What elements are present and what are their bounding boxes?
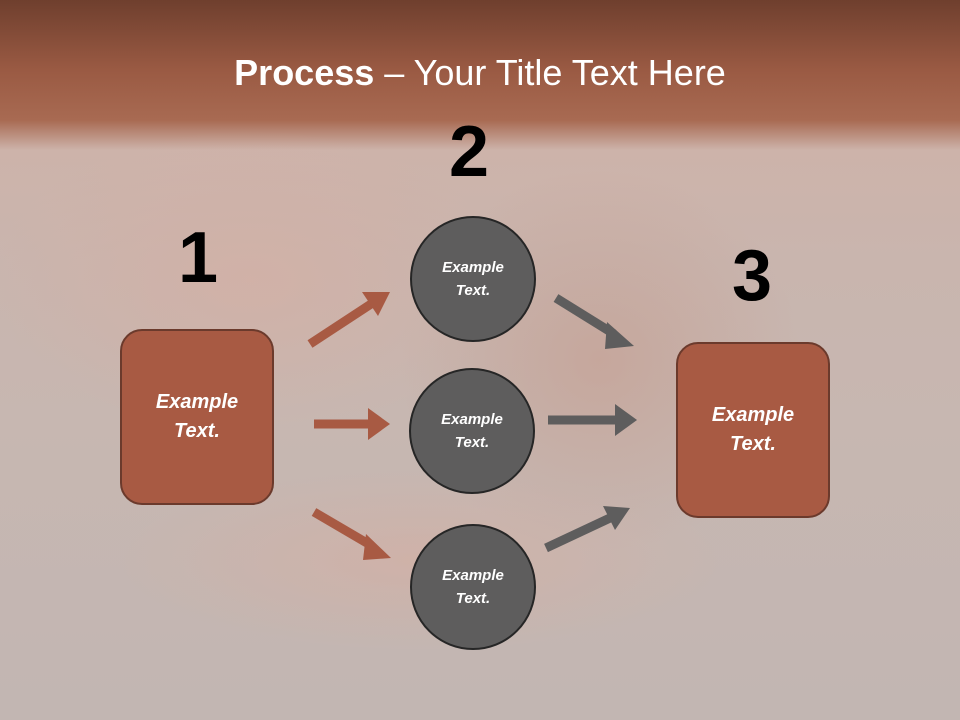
step-box-3: Example Text. (676, 342, 830, 518)
step-number-1: 1 (178, 218, 219, 298)
step-number-3: 3 (732, 236, 773, 316)
step-box-1-label: Example Text. (155, 391, 239, 442)
arrow-box1-to-circle3 (311, 508, 391, 560)
middle-circle-3-label: Example Text. (442, 567, 504, 607)
step-box-1: Example Text. (120, 329, 274, 505)
arrow-circle3-to-box3 (544, 506, 630, 553)
step-number-2: 2 (449, 112, 490, 192)
title-bold: Process (234, 52, 375, 93)
middle-circle-1-label: Example Text. (442, 259, 504, 299)
title-rest: Your Title Text Here (413, 52, 726, 93)
middle-circle-2-label: Example Text. (441, 411, 503, 451)
slide-title: Process – Your Title Text Here (0, 52, 960, 94)
arrow-circle2-to-box3 (548, 404, 637, 436)
middle-circle-3: Example Text. (410, 524, 536, 650)
title-dash: – (374, 52, 414, 93)
arrow-circle1-to-box3 (553, 294, 634, 349)
middle-circle-2: Example Text. (409, 368, 535, 494)
step-box-3-label: Example Text. (711, 404, 795, 455)
middle-circle-1: Example Text. (410, 216, 536, 342)
arrow-box1-to-circle2 (314, 408, 390, 440)
arrow-box1-to-circle1 (307, 292, 390, 348)
